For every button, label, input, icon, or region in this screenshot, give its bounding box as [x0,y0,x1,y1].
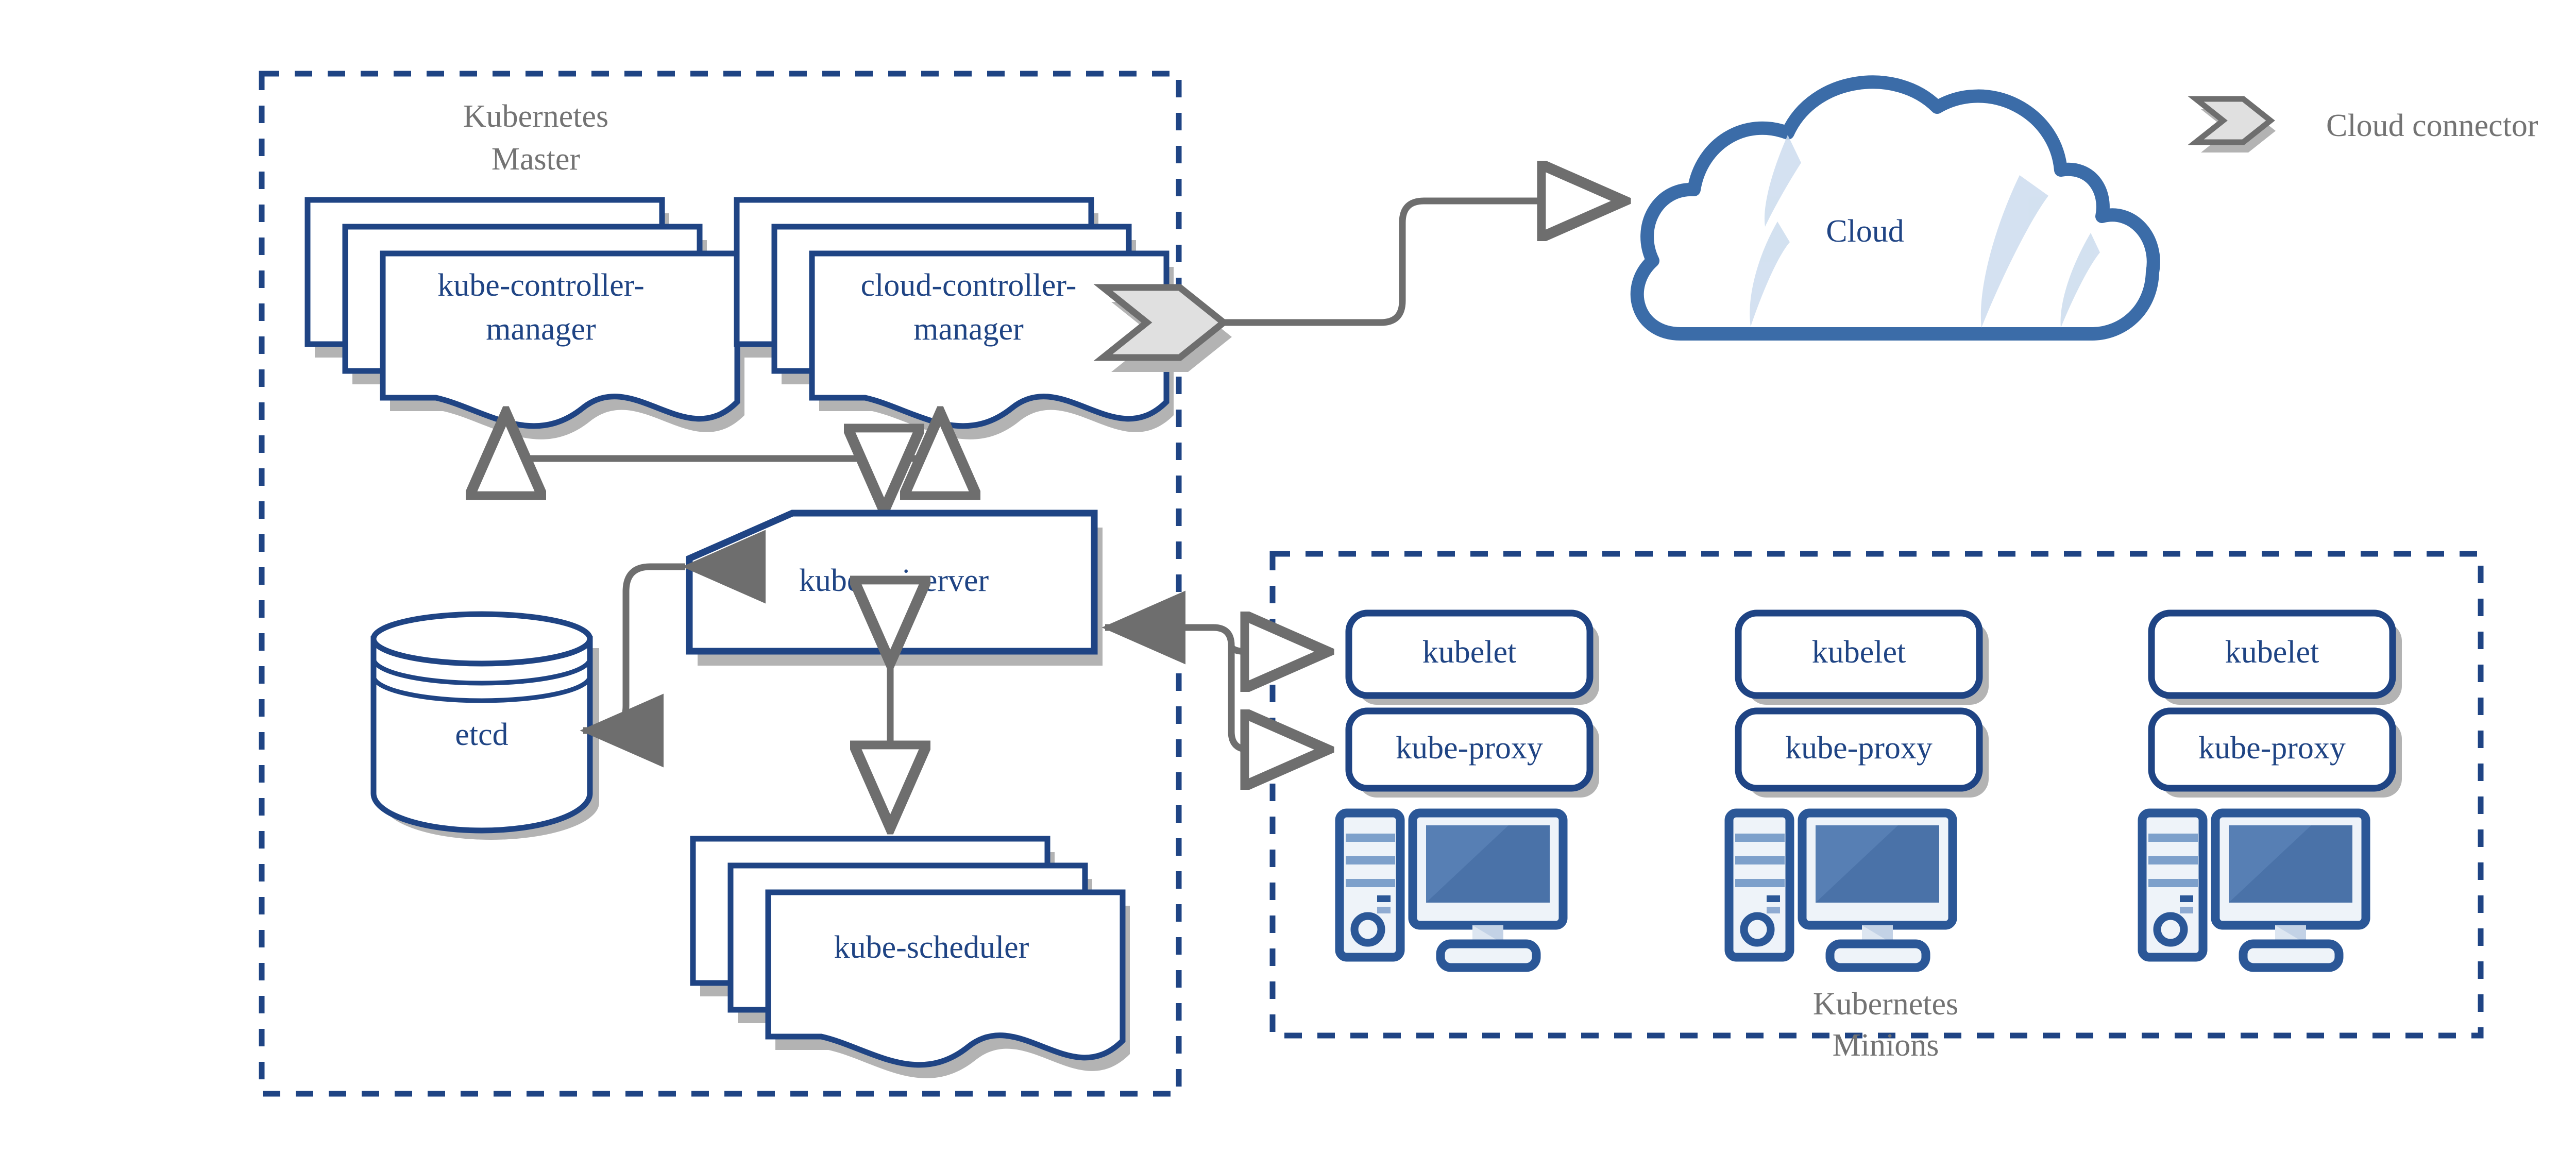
node-kube-scheduler[interactable]: kube-scheduler [690,836,1130,1078]
node-kube-apiserver[interactable]: kube-apiserver [686,510,1103,666]
node-cloud[interactable]: Cloud [1630,75,2160,341]
minions-group-label-line2: Minions [1833,1028,1939,1063]
node-etcd[interactable]: etcd [370,611,599,840]
master-dashed-border [259,71,1182,1097]
connector-cloud-controller-to-cloud [1224,201,1621,326]
kube-apiserver-label: kube-apiserver [799,563,989,598]
cloud-outline [1630,75,2160,341]
doc-sheet-front [809,250,1174,439]
minion-3-kubelet[interactable]: kubelet [2148,609,2402,705]
etcd-top-disc [370,611,593,667]
legend-cloud-connector-label: Cloud connector [2326,108,2538,143]
connector-apiserver-etcd [580,530,766,768]
minions-dashed-border [1269,551,2484,1039]
kube-scheduler-label: kube-scheduler [834,930,1029,965]
etcd-body [370,636,593,834]
minion-node-3[interactable]: kubelet kube-proxy [2138,609,2402,972]
minion-1-kube-proxy-label: kube-proxy [1396,731,1543,766]
cloud-highlights [1750,135,2100,328]
group-kubernetes-minions: Kubernetes Minions [1269,551,2484,1063]
minion-3-kube-proxy-label: kube-proxy [2198,731,2346,766]
connector-to-kubelet [1228,646,1324,652]
cloud-controller-manager-label-line2: manager [913,312,1024,347]
kube-controller-manager-label-line2: manager [486,312,596,347]
minion-2-kubelet[interactable]: kubelet [1735,609,1989,705]
minion-3-kube-proxy[interactable]: kube-proxy [2148,707,2402,798]
cloud-label: Cloud [1826,214,1904,249]
minion-2-desktop-computer-icon [1724,808,1957,972]
minion-1-kube-proxy[interactable]: kube-proxy [1345,707,1599,798]
cloud-connector-chevron-icon[interactable] [1093,284,1232,372]
etcd-ring-2 [371,675,592,703]
minion-3-kubelet-label: kubelet [2225,635,2319,670]
doc-sheet-front [765,889,1130,1078]
connector-to-kube-proxy [1105,624,1324,750]
kube-controller-manager-label-line1: kube-controller- [437,268,645,303]
master-group-label-line1: Kubernetes [463,99,608,134]
minion-2-kubelet-label: kubelet [1812,635,1906,670]
group-kubernetes-master: Kubernetes Master [259,71,1182,1097]
minion-2-kube-proxy-label: kube-proxy [1785,731,1933,766]
minion-1-kubelet-label: kubelet [1422,635,1517,670]
node-cloud-controller-manager[interactable]: cloud-controller- manager [734,197,1174,439]
legend-chevron-icon [2188,96,2276,152]
connector-apiserver-to-controller-managers [506,416,940,507]
minion-node-2[interactable]: kubelet kube-proxy [1724,609,1989,972]
cloud-controller-manager-label-line1: cloud-controller- [861,268,1077,303]
minion-3-desktop-computer-icon [2138,808,2370,972]
minion-1-kubelet[interactable]: kubelet [1345,609,1599,705]
minion-1-desktop-computer-icon [1335,808,1568,972]
legend-cloud-connector: Cloud connector [2188,96,2538,152]
etcd-ring-1 [371,658,592,686]
minion-node-1[interactable]: kubelet kube-proxy [1335,609,1599,972]
master-group-label-line2: Master [492,142,581,177]
minions-group-label-line1: Kubernetes [1813,987,1958,1022]
node-kube-controller-manager[interactable]: kube-controller- manager [304,197,744,439]
etcd-label: etcd [455,717,508,752]
minion-2-kube-proxy[interactable]: kube-proxy [1735,707,1989,798]
connector-apiserver-to-minions [1101,590,1324,750]
